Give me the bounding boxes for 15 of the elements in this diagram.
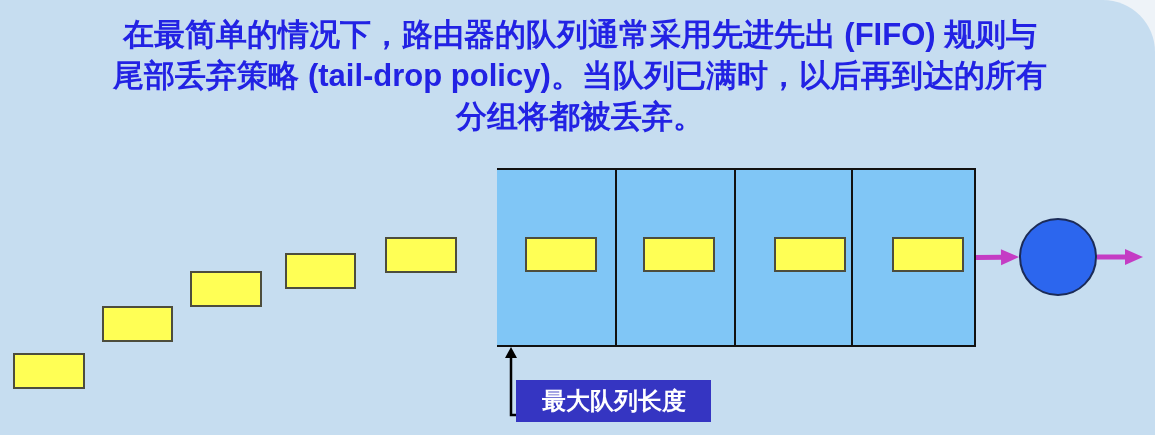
queue-length-label: 最大队列长度 — [516, 380, 711, 422]
packet-box — [892, 237, 964, 272]
packet-box — [643, 237, 715, 272]
packet-box — [102, 306, 173, 342]
arrow — [1097, 249, 1143, 265]
queue-box — [497, 168, 976, 347]
packet-box — [774, 237, 846, 272]
packet-box — [285, 253, 356, 289]
packet-box — [13, 353, 85, 389]
packet-box — [385, 237, 457, 273]
packet-box — [525, 237, 597, 272]
leader-arrow — [505, 347, 517, 417]
packet-box — [190, 271, 262, 307]
title: 在最简单的情况下，路由器的队列通常采用先进先出 (FIFO) 规则与尾部丢弃策略 (tail-drop policy)。当队列已满时，以后再到达的所有分组将都被丢弃。 — [112, 16, 1048, 136]
arrow — [975, 249, 1020, 266]
